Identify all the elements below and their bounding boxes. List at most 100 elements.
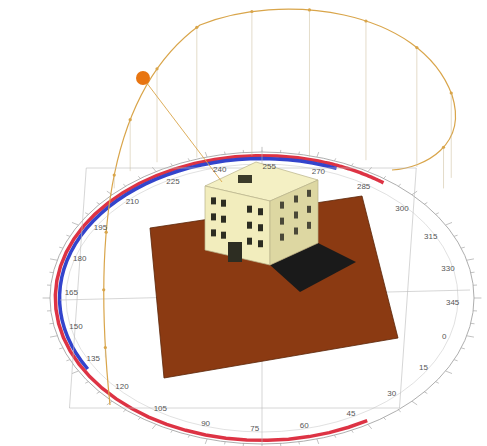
window bbox=[280, 202, 284, 209]
window bbox=[211, 229, 216, 236]
tick bbox=[123, 410, 125, 412]
sun-path bbox=[104, 9, 456, 405]
tick bbox=[205, 439, 207, 444]
window bbox=[307, 190, 311, 197]
hour-line bbox=[451, 93, 452, 178]
azimuth-label: 45 bbox=[347, 410, 356, 418]
window bbox=[258, 224, 263, 231]
azimuth-ticks bbox=[43, 147, 482, 446]
window bbox=[294, 196, 298, 203]
azimuth-label: 150 bbox=[69, 323, 82, 331]
tick bbox=[66, 235, 69, 236]
window bbox=[221, 232, 226, 239]
hour-line bbox=[309, 10, 310, 157]
tick bbox=[352, 430, 354, 432]
tick bbox=[171, 430, 173, 432]
azimuth-label: 30 bbox=[387, 390, 396, 398]
azimuth-label: 195 bbox=[94, 224, 107, 232]
tick bbox=[446, 222, 452, 225]
azimuth-label: 330 bbox=[441, 265, 454, 273]
azimuth-label: 75 bbox=[250, 425, 259, 433]
tick bbox=[335, 158, 336, 160]
tick bbox=[47, 285, 51, 286]
sun bbox=[136, 71, 150, 85]
hour-dot bbox=[364, 19, 367, 22]
window bbox=[307, 206, 311, 213]
building-side bbox=[270, 180, 318, 265]
tick bbox=[50, 259, 57, 260]
azimuth-label: 240 bbox=[213, 166, 226, 174]
hour-dot bbox=[450, 91, 453, 94]
hour-line bbox=[157, 69, 158, 162]
tick bbox=[467, 259, 474, 260]
tick bbox=[436, 213, 439, 215]
tick bbox=[188, 435, 189, 437]
building-front bbox=[205, 186, 270, 265]
azimuth-label: 60 bbox=[300, 422, 309, 430]
tick bbox=[123, 184, 125, 186]
azimuth-label: 270 bbox=[312, 168, 325, 176]
window bbox=[294, 212, 298, 219]
hour-dot bbox=[102, 288, 105, 291]
tick bbox=[424, 392, 427, 394]
tick bbox=[152, 424, 156, 428]
window bbox=[258, 240, 263, 247]
tick bbox=[471, 272, 475, 273]
window bbox=[247, 238, 252, 245]
tick bbox=[47, 310, 51, 311]
tick bbox=[398, 410, 400, 412]
hour-dot bbox=[250, 10, 253, 13]
azimuth-label: 120 bbox=[115, 383, 128, 391]
ground-frame bbox=[69, 168, 416, 408]
azimuth-label: 285 bbox=[357, 183, 370, 191]
hour-line bbox=[196, 27, 197, 157]
window bbox=[211, 213, 216, 220]
azimuth-label: 225 bbox=[166, 178, 179, 186]
hour-line bbox=[443, 147, 444, 188]
tick bbox=[50, 336, 57, 337]
hour-line bbox=[114, 175, 115, 188]
hour-dot bbox=[442, 146, 445, 149]
azimuth-label: 255 bbox=[263, 163, 276, 171]
tick bbox=[412, 401, 417, 405]
azimuth-label: 180 bbox=[73, 255, 86, 263]
hour-dot bbox=[129, 118, 132, 121]
roof-opening bbox=[238, 175, 252, 183]
windows bbox=[211, 190, 311, 247]
window bbox=[294, 228, 298, 235]
tick bbox=[66, 360, 69, 361]
window bbox=[280, 218, 284, 225]
tick bbox=[97, 202, 100, 204]
hour-dot bbox=[415, 46, 418, 49]
azimuth-label: 15 bbox=[419, 364, 428, 372]
tick bbox=[49, 323, 53, 324]
azimuth-label: 90 bbox=[201, 420, 210, 428]
tick bbox=[72, 371, 78, 374]
window bbox=[247, 206, 252, 213]
tick bbox=[446, 371, 452, 374]
tick bbox=[454, 360, 457, 361]
hour-line bbox=[130, 120, 131, 171]
tick bbox=[473, 285, 477, 286]
tick bbox=[317, 152, 319, 157]
azimuth-label: 300 bbox=[395, 205, 408, 213]
hour-dot bbox=[308, 8, 311, 11]
tick bbox=[368, 424, 372, 428]
tick bbox=[85, 382, 88, 384]
tick bbox=[398, 184, 400, 186]
tick bbox=[43, 298, 50, 299]
window bbox=[247, 222, 252, 229]
tick bbox=[424, 202, 427, 204]
tick bbox=[473, 310, 477, 311]
hour-dot bbox=[113, 173, 116, 176]
azimuth-label: 165 bbox=[65, 289, 78, 297]
tick bbox=[467, 336, 474, 337]
window bbox=[280, 234, 284, 241]
tick bbox=[317, 439, 319, 444]
tick bbox=[49, 272, 53, 273]
tick bbox=[454, 235, 457, 236]
tick bbox=[471, 323, 475, 324]
door bbox=[228, 242, 242, 262]
azimuth-label: 0 bbox=[442, 333, 446, 341]
